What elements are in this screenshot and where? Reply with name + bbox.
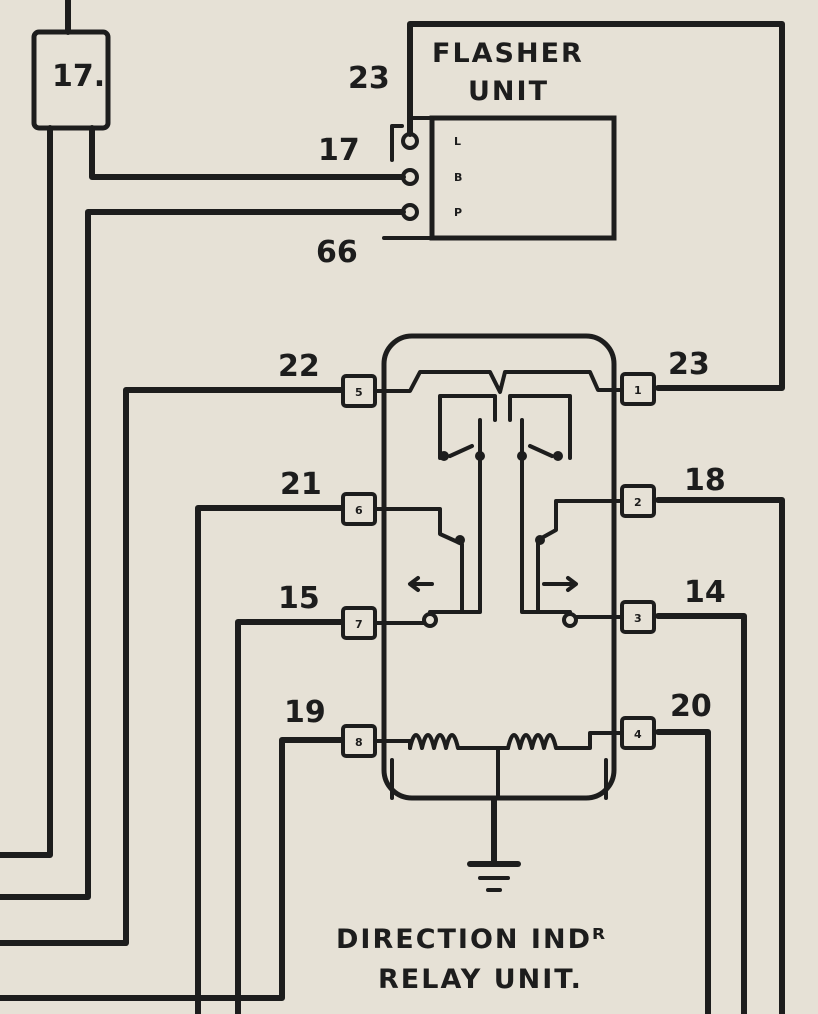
- flasher-title-line1: FLASHER: [432, 38, 584, 69]
- wire-22: [0, 387, 346, 946]
- flasher-wire-17: 17: [318, 133, 360, 168]
- relay-wire-labels: 22 21 15 19 23 18 14 20: [278, 347, 726, 730]
- relay-pin-7: 7: [355, 618, 363, 631]
- wire-15: [235, 619, 346, 1014]
- flasher-wire-23: 23: [348, 61, 390, 96]
- wire-20: [655, 729, 711, 1014]
- relay-pin-4: 4: [634, 728, 642, 741]
- relay-wire-23: 23: [668, 347, 710, 382]
- flasher-pin-l: L: [454, 135, 461, 148]
- relay-wire-15: 15: [278, 581, 320, 616]
- relay-wire-20: 20: [670, 689, 712, 724]
- flasher-wire-66: 66: [316, 235, 358, 270]
- relay-pin-6: 6: [355, 504, 363, 517]
- wire-23: [407, 21, 785, 391]
- flasher-pin-b: B: [454, 171, 462, 184]
- wire-14: [655, 613, 747, 1014]
- relay-title-line1: DIRECTION INDᴿ: [336, 924, 607, 955]
- relay-pin-2: 2: [634, 496, 642, 509]
- fuse-17: 17.: [31, 0, 111, 131]
- relay-wire-19: 19: [284, 695, 326, 730]
- fuse-label: 17.: [52, 59, 105, 94]
- flasher-title-line2: UNIT: [468, 76, 549, 107]
- relay-wire-22: 22: [278, 349, 320, 384]
- relay-pin-8: 8: [355, 736, 363, 749]
- relay-wire-21: 21: [280, 467, 322, 502]
- relay-wire-14: 14: [684, 575, 726, 610]
- relay-pin-3: 3: [634, 612, 642, 625]
- flasher-unit: FLASHER UNIT L B P 23 17 66: [316, 38, 617, 270]
- relay-wire-18: 18: [684, 463, 726, 498]
- wire-19: [0, 737, 346, 1001]
- wire-18: [655, 497, 785, 1014]
- wire-fuse-trunk: [0, 125, 53, 858]
- wire-66: [0, 209, 406, 900]
- relay-pin-1: 1: [634, 384, 642, 397]
- relay-title-line2: RELAY UNIT.: [378, 964, 583, 995]
- wire-17: [89, 125, 406, 180]
- relay-unit: 5 6 7 8 1 2 3 4: [341, 333, 656, 801]
- flasher-pin-p: P: [454, 206, 462, 219]
- wire-21: [195, 505, 346, 1014]
- ground-icon: [467, 797, 521, 892]
- relay-pin-5: 5: [355, 386, 363, 399]
